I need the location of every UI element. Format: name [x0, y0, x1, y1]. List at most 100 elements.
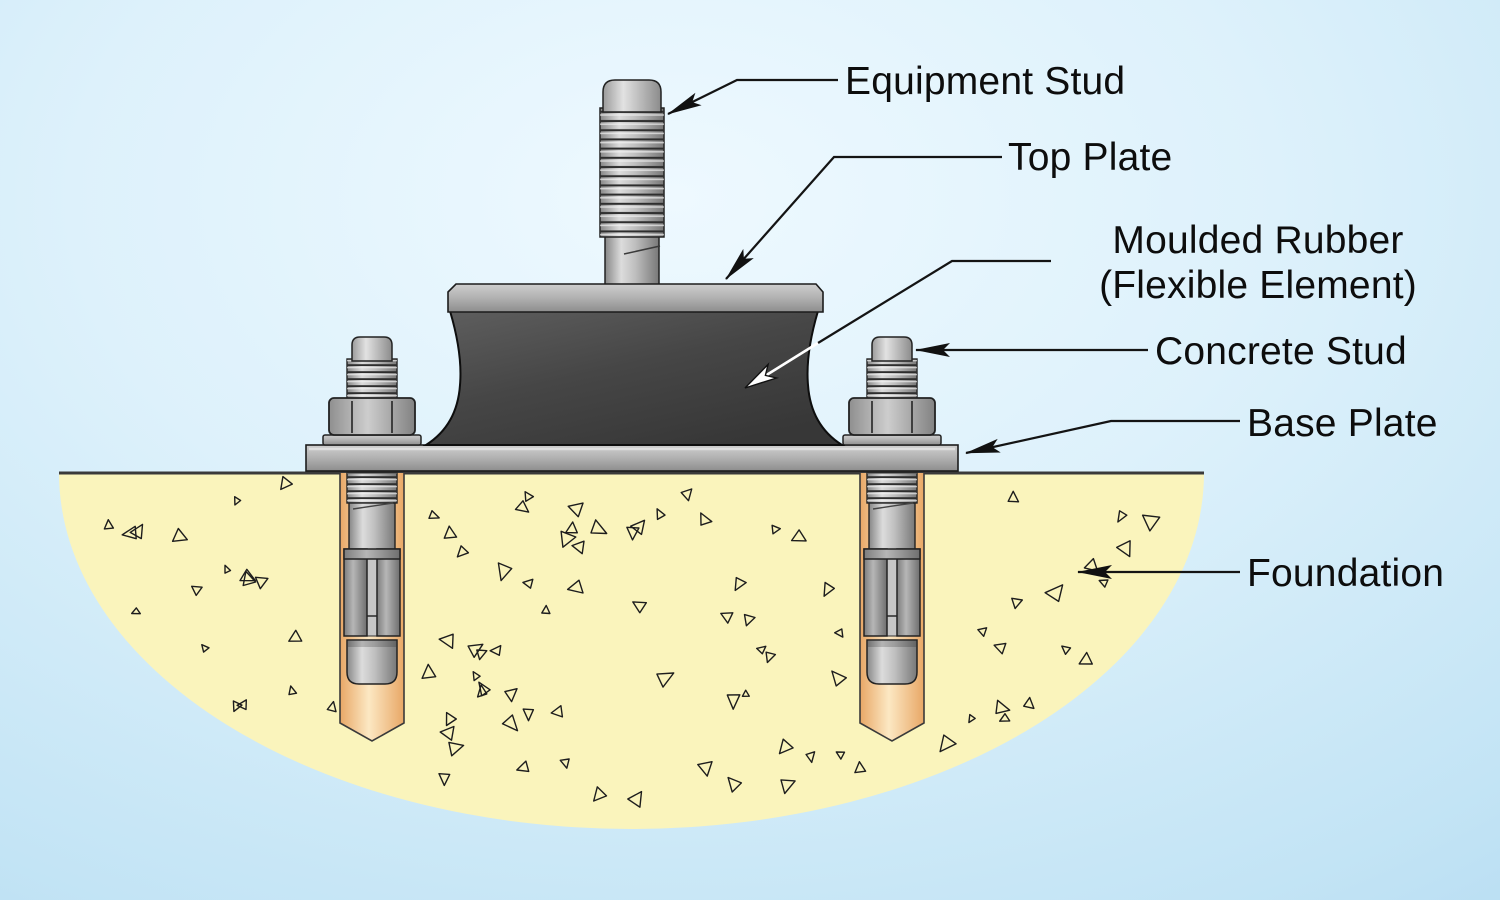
speckle — [756, 645, 767, 655]
speckle — [438, 773, 451, 787]
speckle — [632, 601, 647, 614]
equipment-stud — [599, 79, 665, 287]
stud-thread-left-ridges — [347, 359, 397, 400]
speckle — [1044, 584, 1064, 603]
speckle — [656, 508, 666, 521]
speckle — [190, 585, 203, 597]
speckle — [727, 776, 743, 793]
speckle — [835, 751, 846, 760]
speckle — [805, 751, 816, 764]
base-plate-label: Base Plate — [1247, 402, 1438, 445]
concrete-stud-left — [322, 336, 422, 446]
speckle — [567, 502, 584, 518]
speckle — [771, 524, 781, 535]
speckle — [977, 627, 988, 637]
speckle — [233, 496, 242, 506]
anchor-bolt-left — [339, 472, 405, 742]
top-plate-leader — [725, 155, 1002, 280]
speckle — [1023, 696, 1035, 710]
base-plate-leader — [965, 419, 1240, 455]
speckle — [741, 689, 750, 697]
speckle — [823, 581, 835, 597]
speckle — [697, 761, 713, 777]
bolt-shaft-right — [868, 502, 916, 551]
speckle — [995, 699, 1011, 715]
speckle — [590, 519, 608, 535]
speckle — [326, 700, 337, 713]
speckle — [968, 713, 976, 724]
hex-nut-left — [328, 397, 416, 436]
leader-lines — [667, 78, 1240, 579]
speckle — [476, 649, 488, 661]
top-plate-body — [447, 283, 824, 313]
bolt-runout-left — [352, 502, 394, 510]
speckle — [524, 491, 535, 502]
foundation — [59, 471, 1204, 829]
speckle — [550, 705, 564, 718]
bolt-thread-right-ridges — [867, 473, 917, 503]
speckle — [1007, 490, 1020, 503]
speckle — [1141, 514, 1161, 532]
speckle — [571, 540, 585, 555]
moulded-rubber-element — [422, 310, 846, 446]
speckle — [656, 672, 675, 688]
speckle — [489, 644, 502, 656]
drill-hole-left-outline — [339, 473, 405, 742]
speckle — [456, 545, 470, 558]
speckle — [514, 500, 530, 513]
speckle — [1061, 645, 1072, 655]
speckle — [121, 525, 137, 540]
sleeve-slot-right — [886, 551, 898, 637]
equipment-stud-thread-ridges — [600, 108, 664, 237]
sleeve-right-half-right — [896, 548, 921, 637]
speckle — [254, 576, 269, 590]
speckle — [1098, 579, 1109, 588]
speckle — [1078, 651, 1094, 665]
speckle — [778, 738, 794, 755]
speckle — [700, 512, 713, 526]
stud-cap-right — [871, 336, 913, 362]
sleeve-left-half-right — [863, 548, 888, 637]
moulded-rubber-label: Moulded Rubber (Flexible Element) — [1058, 218, 1458, 308]
speckle — [501, 714, 519, 732]
speckle — [541, 604, 551, 615]
speckle — [993, 642, 1007, 655]
speckle — [504, 688, 518, 703]
speckle — [103, 519, 115, 530]
sleeve-right-half-left — [376, 548, 401, 637]
speckle — [288, 629, 303, 642]
concrete-stud-right — [842, 336, 942, 446]
equipment-stud-leader — [667, 78, 838, 115]
speckle — [516, 760, 530, 773]
speckle — [831, 670, 847, 687]
speckle — [242, 570, 257, 587]
speckle — [560, 530, 577, 548]
foundation-speckles — [103, 475, 1161, 808]
speckle — [280, 475, 293, 491]
drill-hole-right-outline — [859, 473, 925, 742]
speckle — [288, 685, 298, 696]
hex-nut-right — [848, 397, 936, 436]
anchor-bolt-right — [859, 472, 925, 742]
washer-right — [842, 434, 942, 446]
speckle — [448, 741, 465, 757]
speckle — [854, 761, 867, 774]
stud-cap-left — [351, 336, 393, 362]
speckle — [428, 510, 440, 519]
sleeve-top-band-left — [343, 548, 401, 560]
base-plate-body — [305, 444, 959, 472]
expander-plug-left — [346, 639, 398, 685]
speckle — [559, 758, 570, 769]
speckle — [566, 579, 584, 594]
speckle — [627, 790, 643, 808]
speckle — [626, 526, 640, 541]
speckle — [1011, 597, 1023, 610]
base-plate — [305, 444, 959, 472]
speckle — [780, 779, 796, 795]
speckle — [1115, 540, 1131, 558]
foundation-label: Foundation — [1247, 552, 1445, 595]
speckle — [130, 607, 142, 615]
speckle — [743, 613, 756, 627]
